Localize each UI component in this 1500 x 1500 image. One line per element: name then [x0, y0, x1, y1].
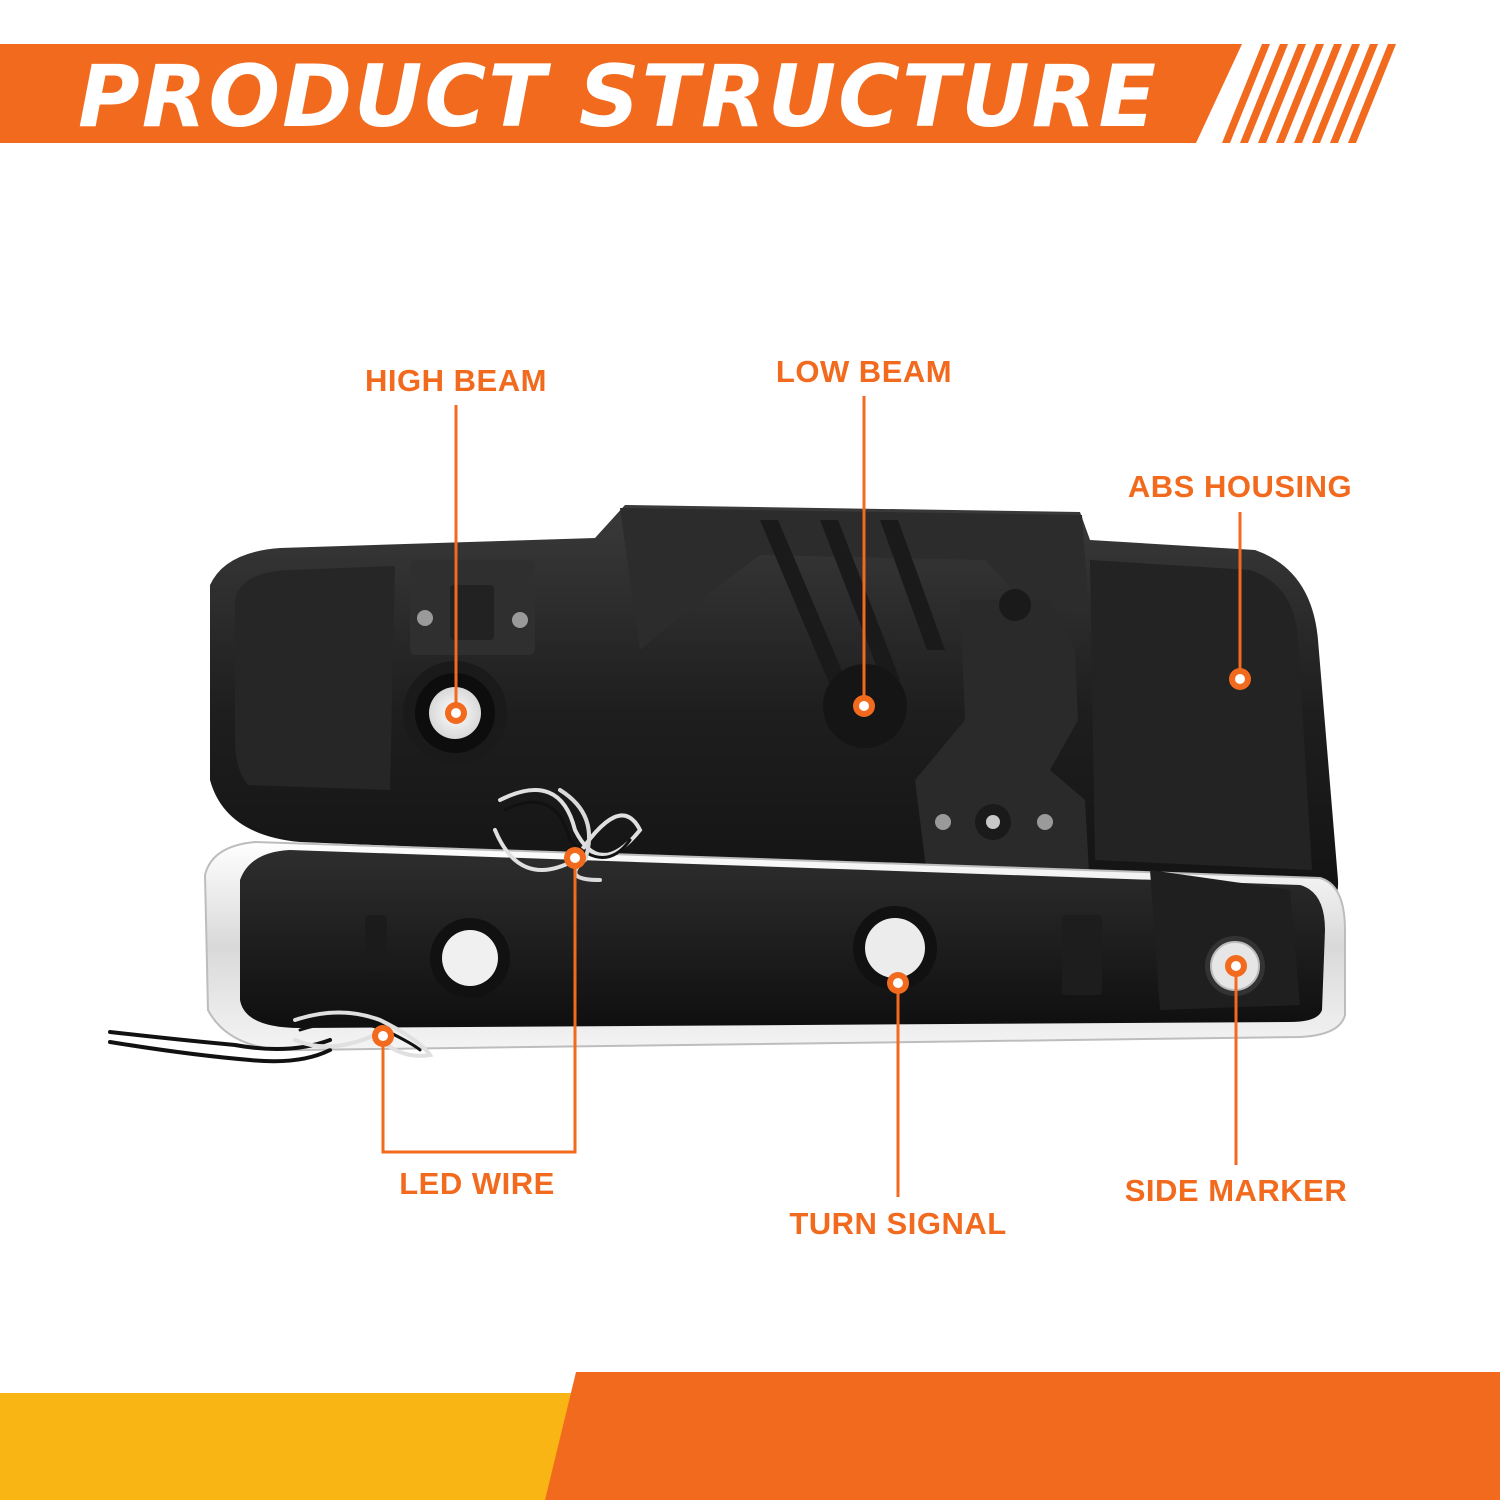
bumper-housing [240, 850, 1325, 1028]
callout-label-side-marker: SIDE MARKER [1125, 1173, 1348, 1208]
callout-low-beam: LOW BEAM [776, 354, 952, 717]
footer-orange-bar [545, 1372, 1500, 1500]
callout-label-high-beam: HIGH BEAM [365, 363, 547, 398]
footer-band [0, 1372, 1500, 1500]
callout-label-low-beam: LOW BEAM [776, 354, 952, 389]
callout-label-led-wire: LED WIRE [399, 1166, 555, 1201]
callout-turn-signal: TURN SIGNAL [789, 972, 1006, 1241]
header-stripes-decoration [1222, 44, 1396, 143]
callout-abs-housing: ABS HOUSING [1128, 469, 1352, 690]
callout-label-turn-signal: TURN SIGNAL [789, 1206, 1006, 1241]
callout-led-wire: LED WIRE [372, 847, 586, 1201]
callout-high-beam: HIGH BEAM [365, 363, 547, 724]
headlight-illustration [108, 505, 1346, 1064]
callout-side-marker: SIDE MARKER [1125, 955, 1348, 1208]
header-banner: PRODUCT STRUCTURE [0, 44, 1396, 147]
callout-label-abs-housing: ABS HOUSING [1128, 469, 1352, 504]
header-orange-bar [0, 44, 1242, 143]
page-title: PRODUCT STRUCTURE [78, 47, 1158, 147]
